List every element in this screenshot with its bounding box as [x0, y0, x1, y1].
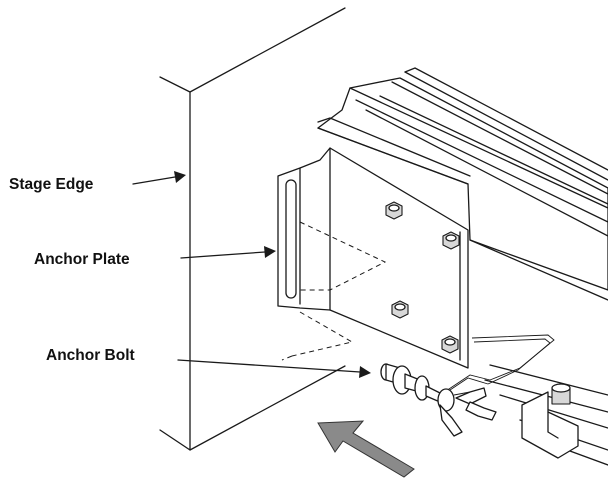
hex-nut-2 [442, 231, 460, 250]
stage-edge-leader [132, 171, 186, 185]
anchor-plate [277, 147, 469, 369]
anchor-plate-label: Anchor Plate [34, 251, 130, 268]
stage-edge-label: Stage Edge [9, 176, 94, 193]
lower-channel-rail [484, 364, 608, 466]
anchor-bolt-leader [177, 359, 371, 378]
stage-edge-wall [159, 7, 346, 451]
anchor-bolt-assembly [380, 363, 497, 437]
hex-nut-1 [385, 201, 403, 220]
anchor-plate-leader [180, 246, 276, 259]
direction-arrow [317, 420, 415, 478]
deck-rail [317, 67, 608, 301]
safety-cable [437, 334, 555, 399]
hidden-lines [281, 221, 387, 361]
leader-arrows [132, 171, 371, 378]
anchor-bolt-label: Anchor Bolt [46, 347, 135, 364]
hex-nuts [385, 201, 460, 354]
hex-nut-3 [391, 300, 409, 319]
hex-nut-4 [441, 335, 459, 354]
